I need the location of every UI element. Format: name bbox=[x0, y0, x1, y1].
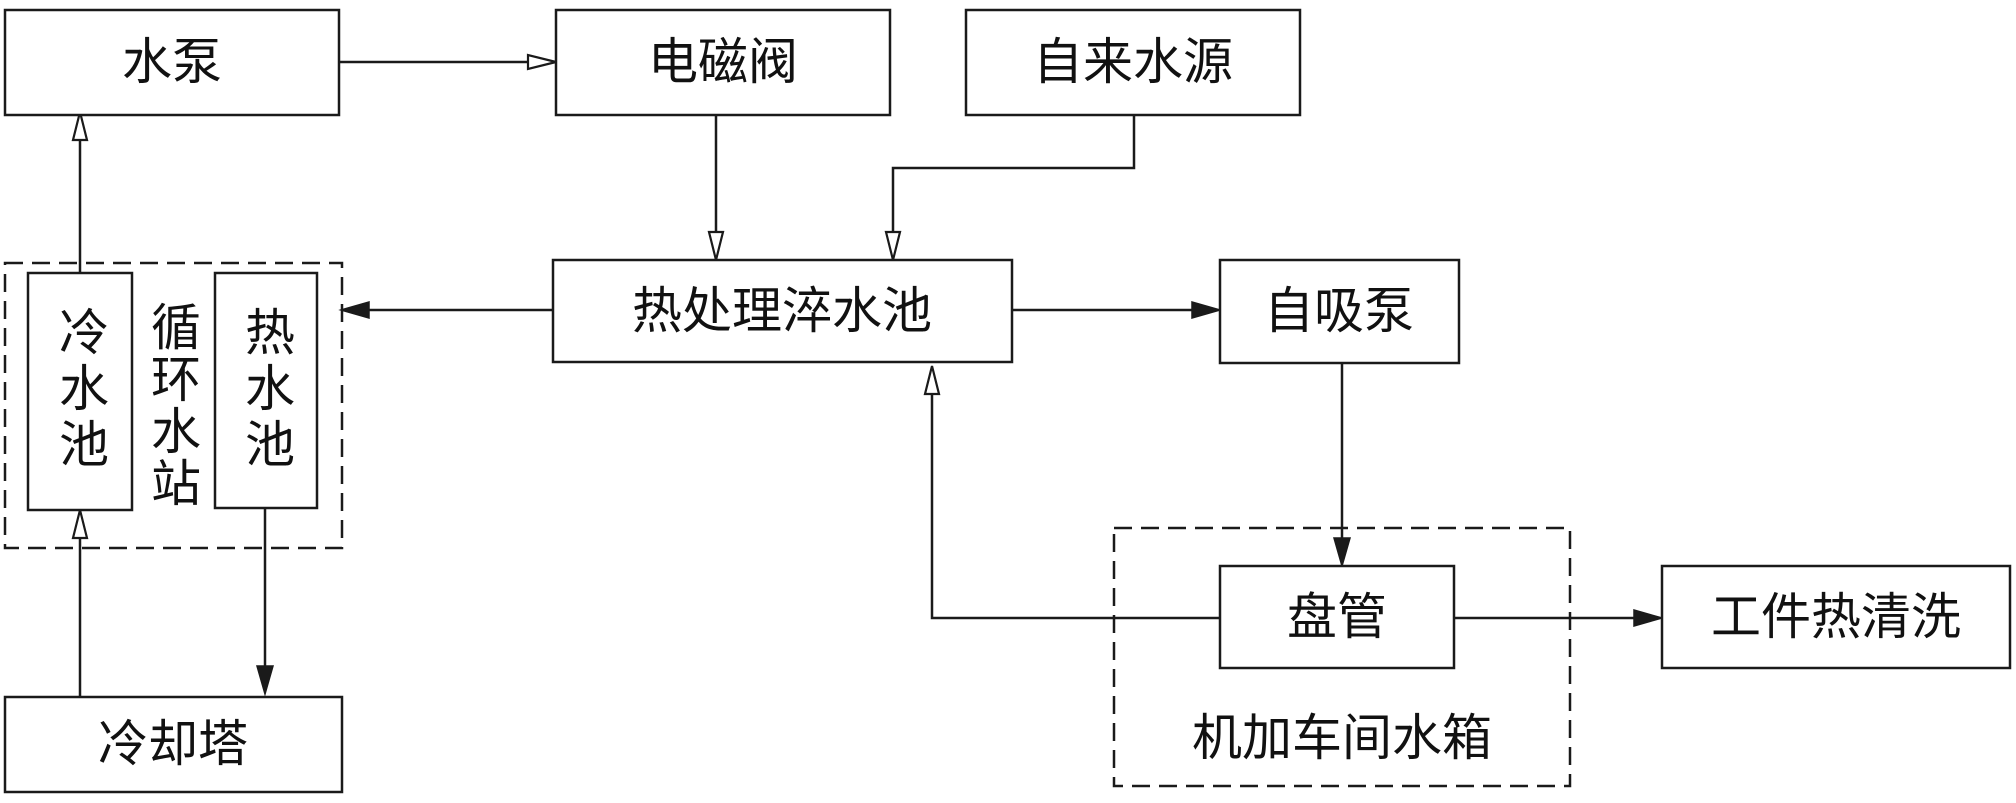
tap-water-source-label: 自来水源 bbox=[1033, 33, 1233, 91]
circulating-water-station-group bbox=[3, 261, 344, 550]
node-coil: 盘管 bbox=[1218, 564, 1456, 670]
node-cold-water-pool: 冷水池 bbox=[26, 271, 134, 512]
arrowhead-solid bbox=[338, 301, 370, 319]
arrowhead-solid bbox=[1633, 609, 1665, 627]
arrowhead-open bbox=[884, 230, 902, 261]
edge-coil-to-quench bbox=[930, 382, 1220, 620]
cooling-tower-label: 冷却塔 bbox=[98, 715, 248, 773]
arrowheads bbox=[71, 53, 1665, 697]
node-self-priming-pump: 自吸泵 bbox=[1218, 258, 1461, 365]
node-solenoid-valve: 电磁阀 bbox=[554, 8, 892, 117]
machining-workshop-tank-label: 机加车间水箱 bbox=[1192, 709, 1492, 767]
arrowhead-open bbox=[923, 365, 941, 396]
arrowhead-solid bbox=[1191, 301, 1223, 319]
circulating-water-station-label: 循环水站 bbox=[143, 301, 201, 509]
node-workpiece-hot-cleaning: 工件热清洗 bbox=[1660, 564, 2012, 670]
cold-water-pool-label: 冷水池 bbox=[51, 306, 109, 474]
self-priming-pump-label: 自吸泵 bbox=[1264, 282, 1414, 340]
node-cooling-tower: 冷却塔 bbox=[3, 695, 344, 794]
connectors bbox=[78, 60, 1646, 697]
arrowhead-open bbox=[71, 111, 89, 142]
workpiece-hot-cleaning-label: 工件热清洗 bbox=[1711, 588, 1961, 646]
arrowhead-open bbox=[526, 53, 557, 71]
node-water-pump: 水泵 bbox=[3, 8, 341, 117]
node-hot-water-pool: 热水池 bbox=[213, 271, 319, 510]
quench-pool-label: 热处理淬水池 bbox=[632, 282, 932, 340]
coil-label: 盘管 bbox=[1287, 588, 1387, 646]
arrowhead-open bbox=[71, 509, 89, 540]
node-quench-pool: 热处理淬水池 bbox=[551, 258, 1014, 364]
arrowhead-solid bbox=[1333, 537, 1351, 569]
water-pump-label: 水泵 bbox=[122, 33, 222, 91]
hot-water-pool-label: 热水池 bbox=[237, 306, 295, 474]
node-tap-water-source: 自来水源 bbox=[964, 8, 1302, 117]
solenoid-valve-label: 电磁阀 bbox=[648, 33, 798, 91]
arrowhead-open bbox=[707, 230, 725, 261]
edge-tap-to-quench bbox=[891, 115, 1136, 244]
arrowhead-solid bbox=[256, 665, 274, 697]
